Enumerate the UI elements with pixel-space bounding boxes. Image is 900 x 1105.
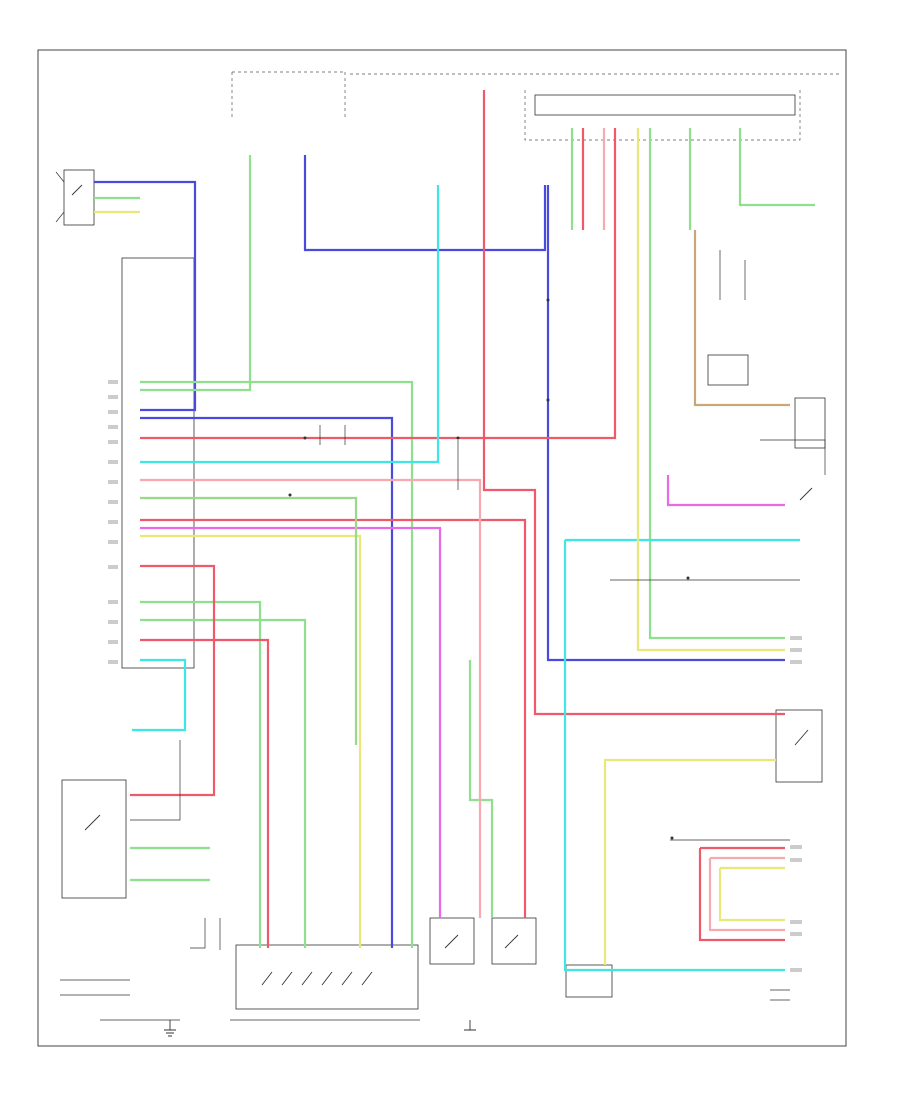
- junction-block-box: [534, 94, 796, 116]
- diagram-frame: [37, 49, 847, 1047]
- wire-green-3: [140, 380, 414, 948]
- wire-green-10: [738, 128, 815, 207]
- wire-green-4: [140, 600, 262, 948]
- wire-yellow-3: [603, 758, 776, 965]
- wire-yellow-4: [636, 128, 785, 652]
- wire-green-12: [648, 128, 785, 640]
- wire-red-4: [482, 90, 785, 716]
- wire-blue-2: [140, 416, 394, 948]
- ground-symbols: [164, 1020, 476, 1037]
- wire-magenta-1: [140, 526, 442, 918]
- connector-pins: [108, 380, 802, 972]
- thin-wires: [55, 171, 826, 1021]
- wire-red-2: [130, 564, 216, 797]
- wire-pink-1: [140, 478, 482, 918]
- wire-blue-1: [94, 180, 197, 412]
- wire-red-3: [140, 518, 527, 918]
- wire-magenta-2: [666, 475, 785, 507]
- wire-blue-4: [546, 185, 785, 662]
- switch-symbols: [71, 184, 813, 986]
- power-slide-door-motor-box: [61, 779, 127, 899]
- wire-cyan-1: [140, 185, 440, 464]
- door-control-switch-box: [63, 169, 95, 226]
- back-door-lock-assembly-box: [235, 944, 419, 1010]
- top-bus-boundaries: [231, 71, 840, 141]
- wire-yellow-5: [718, 866, 785, 922]
- wire-green-2: [140, 155, 252, 392]
- wire-green-5: [140, 618, 307, 948]
- wire-blue-3: [303, 155, 547, 252]
- wire-red-7: [698, 846, 785, 942]
- wire-pink-3: [708, 856, 785, 932]
- park-neutral-switch-box: [775, 709, 823, 783]
- wire-cyan-3: [563, 540, 785, 972]
- right-power-window-switch-box: [491, 917, 537, 965]
- wire-red-1: [140, 128, 617, 440]
- wire-red-5: [140, 638, 270, 948]
- wire-yellow-1: [140, 534, 362, 948]
- wire-tan-1: [693, 230, 790, 407]
- wiring-harness: [94, 90, 815, 972]
- door-control-receiver-box: [707, 354, 749, 386]
- back-door-control-switch-box: [794, 397, 826, 449]
- wire-lime-1: [140, 496, 358, 745]
- splice-points: [288, 298, 690, 840]
- wire-cyan-2: [132, 658, 187, 732]
